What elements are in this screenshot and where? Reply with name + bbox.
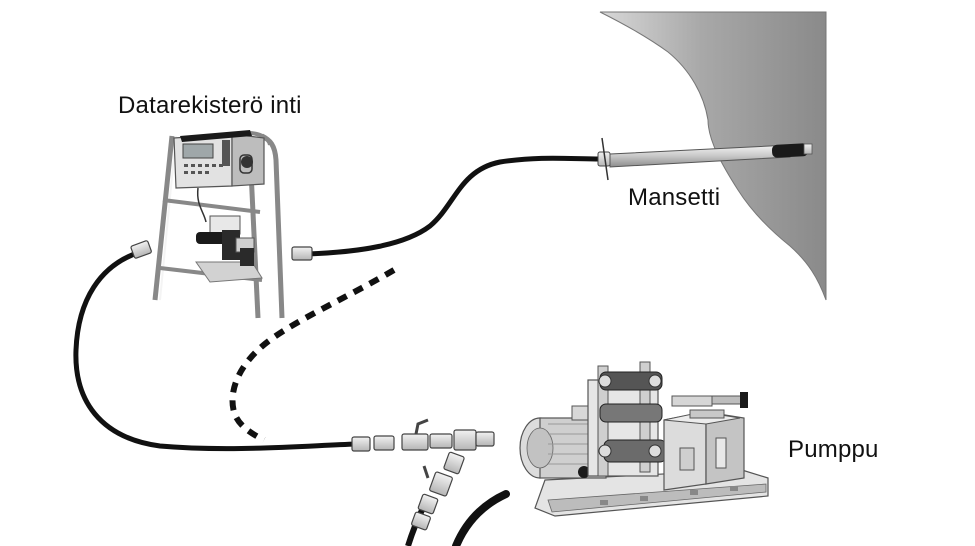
hose-logger-to-cuff (305, 155, 603, 257)
label-data-logger: Datarekisterö inti (118, 92, 302, 119)
manifold-fittings (351, 418, 495, 531)
fitting-logger-left (130, 240, 152, 259)
hose-dashed (229, 267, 396, 443)
data-logger-stand (152, 130, 285, 319)
label-pump: Pumppu (788, 436, 879, 463)
pump-unit (519, 361, 769, 517)
hose-logger-to-manifold (73, 249, 359, 452)
fitting-logger-right (291, 246, 313, 261)
hose-pump-lower-2 (452, 490, 510, 546)
cuff-probe (597, 137, 813, 181)
label-cuff: Mansetti (628, 184, 721, 211)
